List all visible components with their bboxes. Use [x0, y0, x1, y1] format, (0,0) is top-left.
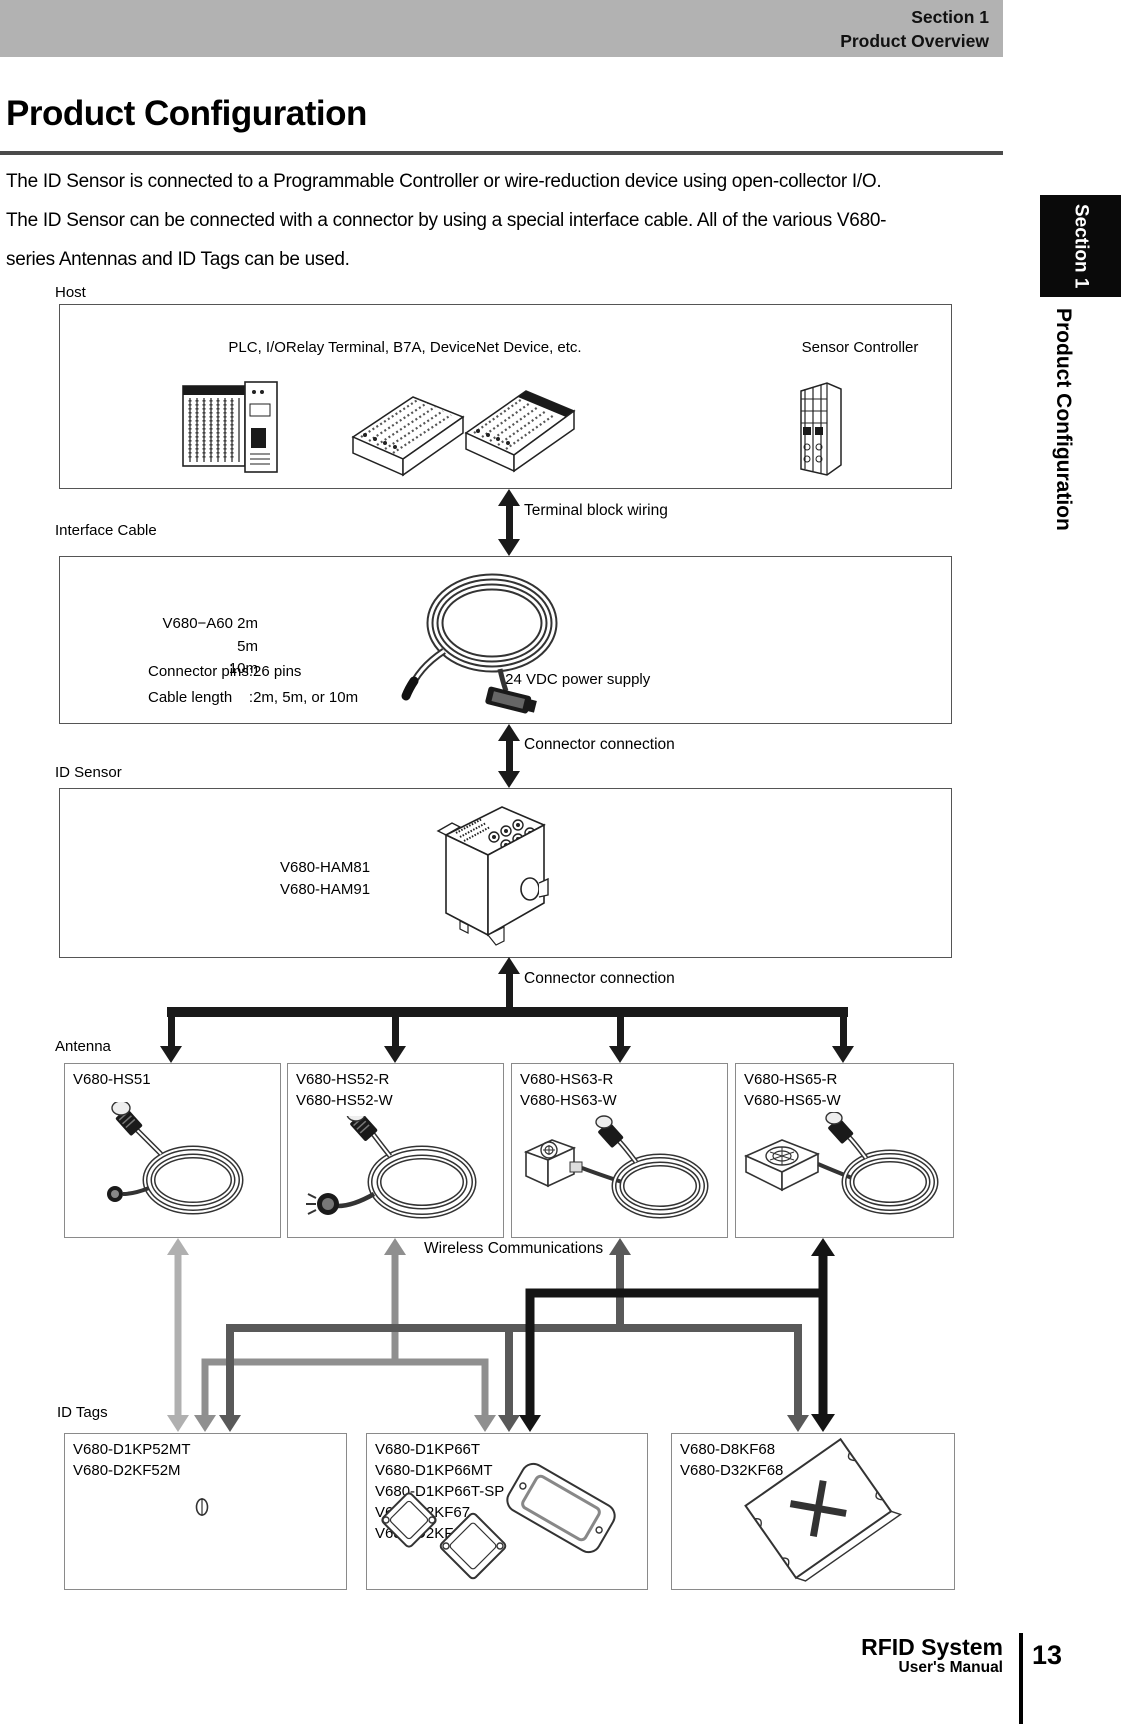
sensor-controller-caption: Sensor Controller [801, 339, 919, 356]
intro-line-1: The ID Sensor is connected to a Programm… [6, 171, 882, 192]
arrow-up-head [498, 489, 520, 506]
sidebar-section-tab: Section 1 [1040, 195, 1121, 297]
arrow-shaft [505, 739, 513, 773]
antenna-model-line: V680-HS65-W [744, 1092, 841, 1109]
wireless-communications-label: Wireless Communications [424, 1240, 604, 1257]
connector-pins-text: Connector pins:26 pins [148, 663, 302, 680]
id-tag-models: V680-D8KF68 V680-D32KF68 [680, 1439, 783, 1481]
plc-rack-image [182, 381, 278, 473]
id-tag-model-line: V680-D8KF68 [680, 1441, 776, 1458]
cross-tag-image [744, 1437, 903, 1582]
cable-model-line-2: 5m [237, 637, 258, 655]
distribution-bar [167, 1007, 848, 1017]
antenna-box-hs52: V680-HS52-R V680-HS52-W [287, 1063, 504, 1238]
antenna-box-hs63: V680-HS63-R V680-HS63-W [511, 1063, 728, 1238]
id-tag-model-line: V680-D1KP52MT [73, 1441, 191, 1458]
id-sensor-image [436, 806, 549, 946]
antenna-model-line: V680-HS65-R [744, 1071, 838, 1088]
connector-connection-label-lower: Connector connection [524, 970, 675, 987]
id-sensor-box: V680-HAM81 V680-HAM91 [59, 788, 952, 958]
antenna-model-line: V680-HS63-W [520, 1092, 617, 1109]
antenna-label: Antenna [55, 1038, 111, 1055]
host-label: Host [55, 284, 86, 301]
small-tag-image [195, 1498, 209, 1516]
cable-model-line-3: 10m [228, 660, 258, 677]
antenna-box-hs51: V680-HS51 [64, 1063, 281, 1238]
sidebar-tab-label: Section 1 [1070, 203, 1092, 289]
arrow-down-head [498, 539, 520, 556]
id-sensor-models: V680-HAM81 V680-HAM91 [280, 857, 395, 901]
cable-model-lines: V680−A60 2m 5m 10m [148, 613, 259, 681]
page-title: Product Configuration [6, 94, 367, 133]
antenna-model-line: V680-HS52-W [296, 1092, 393, 1109]
plc-caption: PLC, I/ORelay Terminal, B7A, DeviceNet D… [228, 339, 582, 356]
arrow-shaft [505, 504, 513, 541]
antenna-coil-image [306, 1116, 477, 1219]
footer-page-number: 13 [1032, 1640, 1063, 1670]
wire-hs52 [194, 1238, 496, 1432]
id-sensor-model-1: V680-HAM81 [280, 859, 371, 876]
sensor-controller-image [800, 382, 842, 476]
id-tag-box-2: V680-D1KP66T V680-D1KP66MT V680-D1KP66T-… [366, 1433, 648, 1590]
connector-connection-label-upper: Connector connection [524, 736, 675, 753]
header-chapter: Product Overview [840, 31, 989, 51]
interface-cable-label: Interface Cable [55, 522, 157, 539]
footer-manual-label: User's Manual [898, 1659, 1003, 1676]
arrow-up-head [498, 957, 520, 974]
antenna-head-coil-image [523, 1115, 709, 1219]
id-tag-model-line: V680-D2KF52M [73, 1462, 181, 1479]
interface-cable-image [401, 573, 558, 714]
terminal-block-image-2 [464, 390, 576, 473]
arrow-down-head [498, 771, 520, 788]
antenna-pad-coil-image [744, 1112, 939, 1215]
header-section: Section 1 [911, 7, 989, 27]
sidebar-section-title: Product Configuration [1052, 308, 1075, 531]
antenna-models: V680-HS65-R V680-HS65-W [744, 1069, 841, 1111]
header-bar: Section 1 Product Overview [0, 0, 1003, 57]
footer-product-name: RFID System [861, 1634, 1003, 1660]
antenna-models: V680-HS51 [73, 1069, 151, 1090]
antenna-coil-image [107, 1102, 244, 1215]
footer-divider-bar [1019, 1633, 1023, 1724]
interface-cable-box: V680−A60 2m 5m 10m Connector pins:26 pin… [59, 556, 952, 724]
antenna-models: V680-HS52-R V680-HS52-W [296, 1069, 393, 1111]
arrow-up-head [498, 724, 520, 741]
wire-hs63 [219, 1238, 809, 1432]
antenna-models: V680-HS63-R V680-HS63-W [520, 1069, 617, 1111]
header-text: Section 1 Product Overview [840, 5, 989, 53]
arrow-shaft [505, 972, 513, 1017]
cable-length-text: Cable length :2m, 5m, or 10m [148, 689, 359, 706]
cable-model-line-1: V680−A60 2m [162, 615, 259, 632]
id-sensor-label: ID Sensor [55, 764, 122, 781]
antenna-model-line: V680-HS51 [73, 1071, 151, 1088]
id-tag-model-line: V680-D32KF68 [680, 1462, 784, 1479]
terminal-wiring-label: Terminal block wiring [524, 502, 668, 519]
tag-set-image [381, 1462, 616, 1580]
intro-line-3: series Antennas and ID Tags can be used. [6, 249, 350, 270]
id-tag-models: V680-D1KP52MT V680-D2KF52M [73, 1439, 191, 1481]
id-tag-model-line: V680-D1KP66MT [375, 1462, 493, 1479]
antenna-model-line: V680-HS52-R [296, 1071, 390, 1088]
title-rule [0, 151, 1003, 155]
id-sensor-model-2: V680-HAM91 [280, 881, 371, 898]
antenna-box-hs65: V680-HS65-R V680-HS65-W [735, 1063, 954, 1238]
wire-hs65 [519, 1238, 835, 1432]
footer-text: RFID System User's Manual [861, 1635, 1003, 1676]
id-tag-model-line: V680-D1KP66T [375, 1441, 481, 1458]
power-supply-text: :24 VDC power supply [501, 671, 651, 688]
id-tags-label: ID Tags [57, 1404, 108, 1421]
antenna-model-line: V680-HS63-R [520, 1071, 614, 1088]
id-tag-box-3: V680-D8KF68 V680-D32KF68 [671, 1433, 955, 1590]
host-box: PLC, I/ORelay Terminal, B7A, DeviceNet D… [59, 304, 952, 489]
terminal-block-image [351, 396, 465, 477]
wireless-wiring-diagram [167, 1238, 835, 1432]
wire-hs51 [167, 1238, 189, 1432]
intro-line-2: The ID Sensor can be connected with a co… [6, 210, 887, 231]
id-tag-box-1: V680-D1KP52MT V680-D2KF52M [64, 1433, 347, 1590]
